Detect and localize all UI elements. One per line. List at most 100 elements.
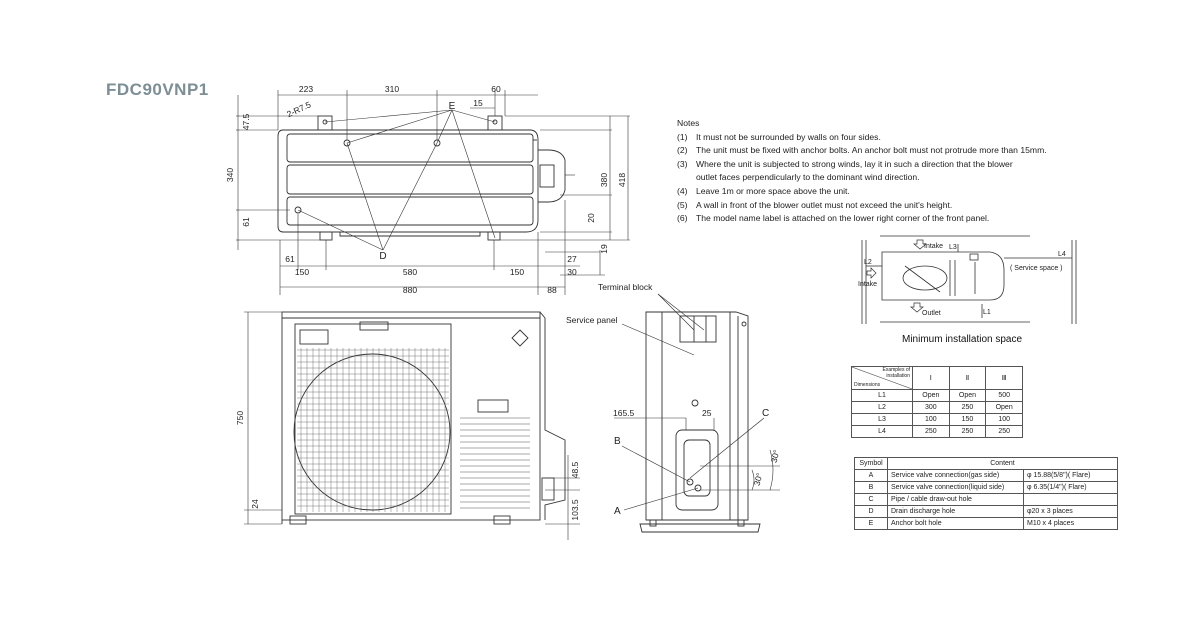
symbol-cell: E [854,517,888,530]
dim-20: 20 [586,213,596,223]
spec-cell: M10 x 4 places [1023,517,1118,530]
dim-103-5: 103.5 [570,499,580,521]
label-intake-left: Intake [858,281,877,288]
dimension-lines-front [244,311,580,540]
note-number: (3) [677,158,688,169]
value-cell: Open [948,389,987,402]
value-cell: 500 [985,389,1023,402]
desc-cell: Drain discharge hole [887,505,1024,518]
dim-19: 19 [599,244,609,254]
dim-30-deg-a: 30° [769,449,782,464]
desc-cell: Pipe / cable draw-out hole [887,493,1024,506]
table-corner-cell: Examples of installation Dimensions [851,366,913,390]
col-header: Ⅲ [985,366,1023,390]
note-number: (2) [677,145,688,156]
symbol-cell: C [854,493,888,506]
dim-380: 380 [599,173,609,187]
table-row: D Drain discharge hole φ20 x 3 places [854,505,1118,518]
table-row: B Service valve connection(liquid side) … [854,481,1118,494]
desc-cell: Service valve connection(gas side) [887,469,1024,482]
labels-side: Terminal block Service panel 165.5 25 30… [566,282,782,517]
dim-880: 880 [403,285,417,295]
spec-cell: φ 15.88(5/8")( Flare) [1023,469,1118,482]
table-header-row: Symbol Content [854,457,1118,470]
dim-cell: L1 [851,389,913,402]
table-row: E Anchor bolt hole M10 x 4 places [854,517,1118,530]
note-item: outlet faces perpendicularly to the domi… [677,171,1047,185]
table-row: C Pipe / cable draw-out hole [854,493,1118,506]
value-cell: 300 [912,401,950,414]
symbol-cell: B [854,481,888,494]
top-view [277,115,566,241]
dim-cell: L3 [851,413,913,426]
spec-cell [1023,493,1118,506]
table-row: L1 Open Open 500 [851,389,1023,402]
symbol-table: Symbol Content A Service valve connectio… [854,457,1118,530]
note-item: (6) The model name label is attached on t… [677,212,1047,226]
dim-150-right: 150 [510,267,524,277]
table-row: A Service valve connection(gas side) φ 1… [854,469,1118,482]
dim-150-left: 150 [295,267,309,277]
dim-25: 25 [702,408,712,418]
dim-61-bottom: 61 [285,254,295,264]
col-header: Ⅰ [912,366,950,390]
label-service-panel: Service panel [566,315,618,325]
dim-165-5: 165.5 [613,408,635,418]
value-cell: 100 [985,413,1023,426]
dim-418: 418 [617,173,627,187]
note-number: (5) [677,199,688,210]
installation-space-title: Minimum installation space [902,334,1023,345]
symbol-cell: A [854,469,888,482]
dim-cell: L4 [851,425,913,438]
dim-61-left: 61 [241,217,251,227]
dim-47-5: 47.5 [241,113,251,130]
dim-cell: L2 [851,401,913,414]
dim-30: 30 [567,267,577,277]
spec-cell: φ 6.35(1/4")( Flare) [1023,481,1118,494]
table-row: L2 300 250 Open [851,401,1023,414]
note-number: (4) [677,185,688,196]
dim-48-5: 48.5 [570,461,580,478]
label-service-space: ( Service space ) [1010,265,1063,272]
value-cell: 250 [948,425,987,438]
value-cell: 250 [912,425,950,438]
label-b: B [614,436,621,447]
notes-title: Notes [677,118,700,128]
note-number: (6) [677,213,688,224]
symbol-cell: D [854,505,888,518]
spec-cell: φ20 x 3 places [1023,505,1118,518]
note-text: The model name label is attached on the … [696,213,990,224]
label-a: A [614,506,621,517]
note-text: A wall in front of the blower outlet mus… [696,199,953,210]
value-cell: Open [985,401,1023,414]
dim-223: 223 [299,84,313,94]
note-item: (2)The unit must be fixed with anchor bo… [677,144,1047,158]
label-terminal-block: Terminal block [598,282,653,292]
label-outlet: Outlet [922,310,941,317]
value-cell: Open [912,389,950,402]
corner-top-label: Examples of installation [882,367,910,379]
value-cell: 250 [985,425,1023,438]
dim-310: 310 [385,84,399,94]
desc-cell: Anchor bolt hole [887,517,1024,530]
dim-340: 340 [225,168,235,182]
note-text: Leave 1m or more space above the unit. [696,185,850,196]
dimension-text-top: 223 310 60 15 47.5 2-R7.5 340 61 380 418… [225,84,627,295]
label-l2: L2 [864,259,872,266]
dimension-lines-top [236,90,630,295]
front-louvers [460,417,530,509]
dim-15: 15 [473,98,483,108]
front-view [281,311,566,525]
dim-24: 24 [250,499,260,509]
note-item: (5) A wall in front of the blower outlet … [677,199,1047,213]
value-cell: 100 [912,413,950,426]
installation-space-table: Examples of installation Dimensions Ⅰ Ⅱ … [851,366,1023,438]
note-item: (3)Where the unit is subjected to strong… [677,158,1047,172]
notes-section: Notes (1)It must not be surrounded by wa… [677,117,1047,226]
desc-cell: Service valve connection(liquid side) [887,481,1024,494]
dim-27: 27 [567,254,577,264]
header-content: Content [887,457,1118,470]
installation-arrows [866,239,927,313]
label-d: D [379,251,386,262]
front-grille [297,348,449,512]
